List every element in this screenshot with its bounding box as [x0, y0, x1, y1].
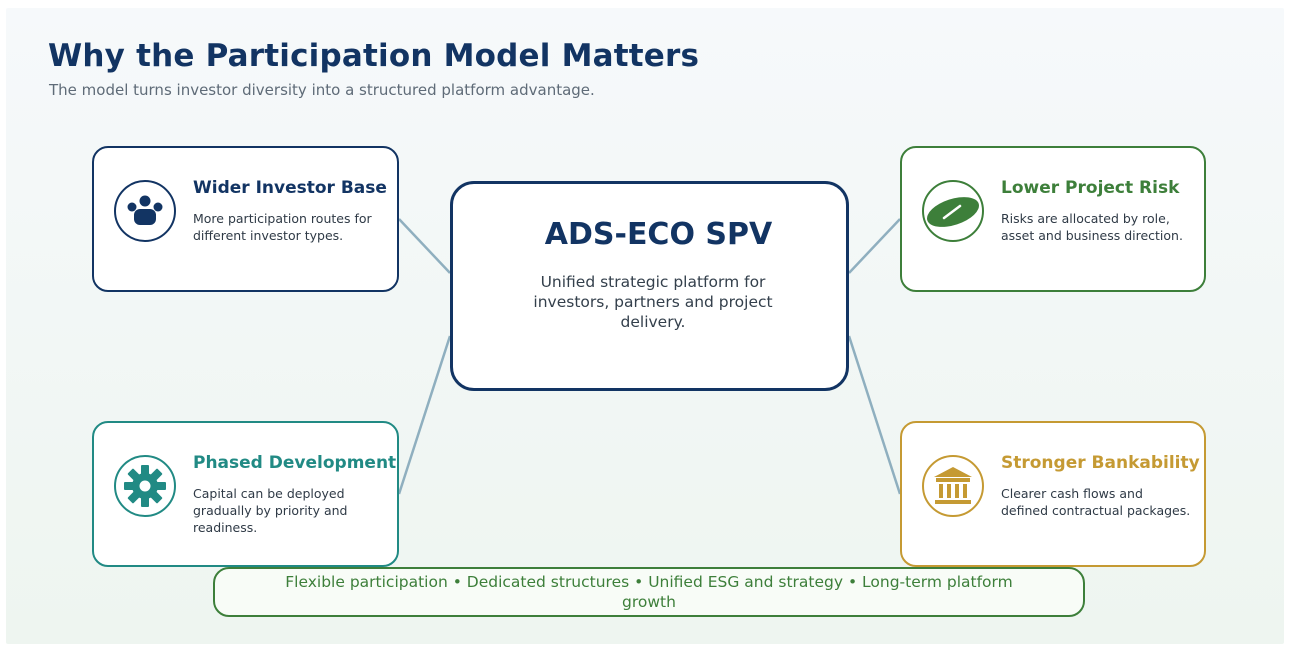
page-title: Why the Participation Model Matters [48, 38, 700, 74]
leaf-icon [922, 180, 984, 242]
card-wider-investor-base: Wider Investor Base More participation r… [92, 146, 399, 292]
center-hub-card: ADS-ECO SPV Unified strategic platform f… [450, 181, 849, 391]
card-lower-project-risk: Lower Project Risk Risks are allocated b… [900, 146, 1206, 292]
gear-icon [114, 455, 176, 517]
page-subtitle: The model turns investor diversity into … [49, 81, 595, 99]
center-description: Unified strategic platform for investors… [533, 273, 773, 331]
card-phased-development: Phased Development Capital can be deploy… [92, 421, 399, 567]
people-group-icon [114, 180, 176, 242]
card-title: Wider Investor Base [193, 178, 387, 198]
card-description: Risks are allocated by role, asset and b… [1001, 211, 1183, 243]
bank-icon [922, 455, 984, 517]
card-description: Capital can be deployed gradually by pri… [193, 486, 348, 535]
card-description: More participation routes for different … [193, 211, 372, 243]
center-title: ADS-ECO SPV [544, 217, 773, 252]
card-title: Stronger Bankability [1001, 453, 1200, 473]
footer-text: Flexible participation • Dedicated struc… [285, 573, 1013, 611]
card-description: Clearer cash flows and defined contractu… [1001, 486, 1191, 518]
card-stronger-bankability: Stronger Bankability Clearer cash flows … [900, 421, 1206, 567]
card-title: Lower Project Risk [1001, 178, 1180, 198]
card-title: Phased Development [193, 453, 397, 473]
footer-banner: Flexible participation • Dedicated struc… [213, 567, 1085, 617]
